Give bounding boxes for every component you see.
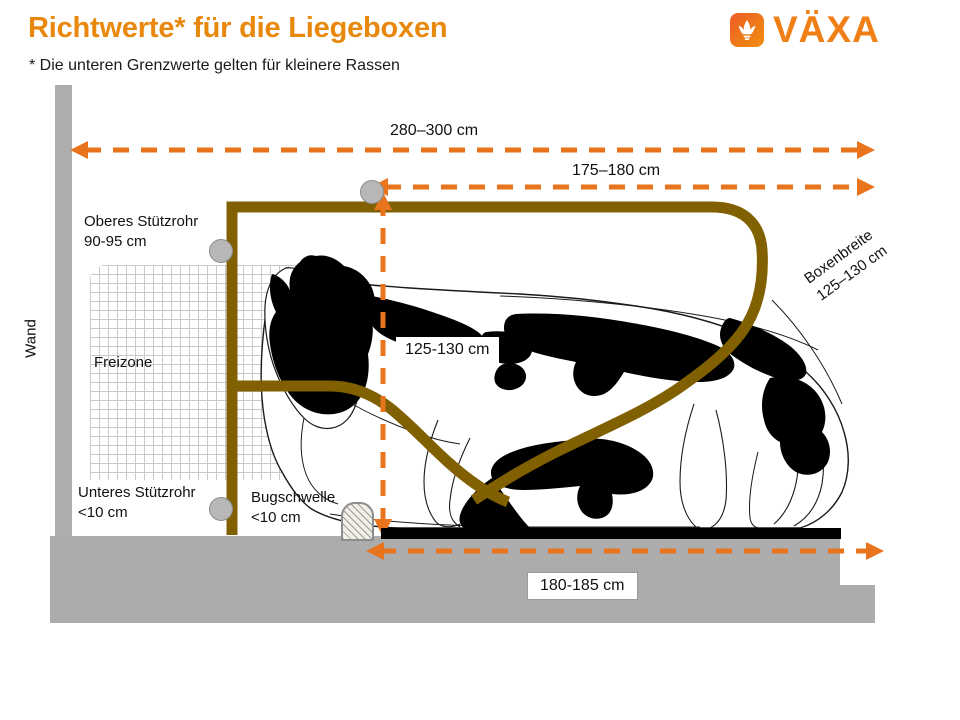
oberes-stuetzrohr-name: Oberes Stützrohr bbox=[84, 213, 199, 230]
dimension-arrows bbox=[85, 147, 870, 554]
page-subtitle: * Die unteren Grenzwerte gelten für klei… bbox=[29, 57, 400, 74]
platform-upper bbox=[50, 536, 840, 586]
bugschwelle-name: Bugschwelle bbox=[251, 489, 336, 506]
cow-silhouette bbox=[260, 255, 849, 529]
unteres-stuetzrohr-name: Unteres Stützrohr bbox=[78, 484, 196, 501]
boxenbreite-leader bbox=[771, 299, 843, 405]
vaxa-logo: VÄXA bbox=[730, 9, 880, 50]
upper-support-tube-knob bbox=[209, 239, 233, 263]
neck-rail-knob bbox=[360, 180, 384, 204]
plant-crown-icon bbox=[730, 13, 764, 47]
wall-shape bbox=[55, 85, 72, 540]
bugschwelle-label: Bugschwelle <10 cm bbox=[251, 488, 335, 528]
page-title: Richtwerte* für die Liegeboxen bbox=[28, 12, 448, 44]
oberes-stuetzrohr-value: 90-95 cm bbox=[84, 233, 147, 250]
freizone-label: Freizone bbox=[94, 354, 153, 371]
dimension-total-length: 280–300 cm bbox=[390, 122, 479, 139]
unteres-stuetzrohr-label: Unteres Stützrohr <10 cm bbox=[78, 483, 196, 523]
dimension-lying-length: 180-185 cm bbox=[527, 572, 638, 600]
bugschwelle-shape bbox=[341, 502, 374, 541]
box-divider-olive bbox=[226, 201, 768, 535]
lying-mat bbox=[381, 528, 841, 539]
bugschwelle-value: <10 cm bbox=[251, 509, 301, 526]
unteres-stuetzrohr-value: <10 cm bbox=[78, 504, 128, 521]
oberes-stuetzrohr-label: Oberes Stützrohr 90-95 cm bbox=[84, 212, 198, 252]
lower-support-tube-knob bbox=[209, 497, 233, 521]
divider-corner bbox=[226, 201, 238, 213]
dimension-neck-rail: 175–180 cm bbox=[572, 162, 661, 179]
platform-lower bbox=[50, 585, 875, 623]
dimension-height: 125-130 cm bbox=[396, 337, 499, 363]
logo-wordmark: VÄXA bbox=[773, 9, 880, 50]
